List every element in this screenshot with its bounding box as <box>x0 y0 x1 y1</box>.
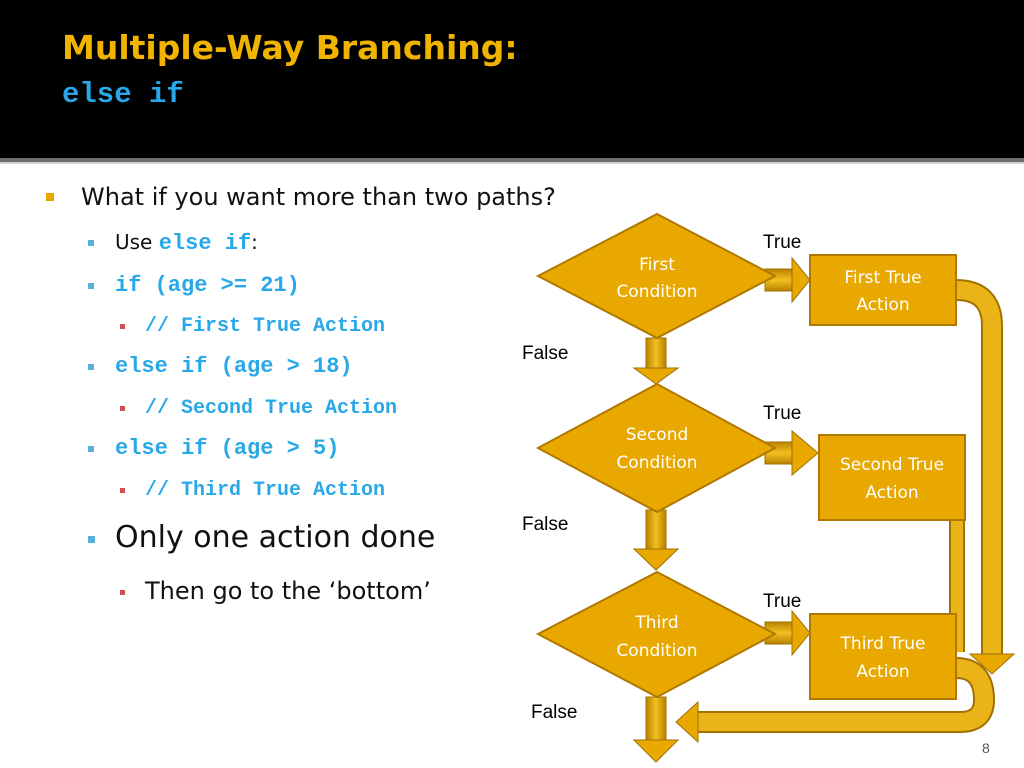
bullet-marker-blue <box>88 240 94 246</box>
code-first-action: // First True Action <box>145 315 386 338</box>
slide-subtitle: else if <box>62 78 184 111</box>
use-suffix: : <box>251 230 258 254</box>
right-arrow <box>764 609 811 657</box>
bullet-marker-red <box>120 488 125 493</box>
condition-second-line2: Condition <box>616 453 697 473</box>
action-first-line1: First True <box>844 268 921 288</box>
right-arrow <box>764 429 819 477</box>
condition-diamond-third <box>535 570 778 699</box>
bullet-marker-blue <box>88 283 94 289</box>
bullet-go-bottom: Then go to the ‘bottom’ <box>145 577 431 605</box>
condition-first-line1: First <box>639 255 675 275</box>
action-box-second <box>818 434 966 521</box>
code-if: if (age >= 21) <box>115 273 300 298</box>
bullet-only-one: Only one action done <box>115 520 436 555</box>
header-divider-light <box>0 162 1024 164</box>
action-first-line2: Action <box>856 295 909 315</box>
code-else-if-5: else if (age > 5) <box>115 436 340 461</box>
return-pipe-first <box>955 279 1016 675</box>
use-code: else if <box>158 231 252 256</box>
code-second-action: // Second True Action <box>145 397 398 420</box>
down-arrow <box>632 337 680 385</box>
header-divider <box>0 158 1024 162</box>
condition-diamond-first <box>535 212 778 340</box>
code-third-action: // Third True Action <box>145 479 386 502</box>
bullet-marker-blue <box>88 536 95 543</box>
bullet-marker-blue <box>88 364 94 370</box>
slide-title: Multiple-Way Branching: <box>62 28 518 67</box>
action-second-line2: Action <box>865 483 918 503</box>
bullet-marker-red <box>120 324 125 329</box>
code-else-if-18: else if (age > 18) <box>115 354 353 379</box>
true-label: True <box>763 403 801 424</box>
slide-header <box>0 0 1024 158</box>
action-third-line1: Third True <box>840 634 926 654</box>
bullet-marker-blue <box>88 446 94 452</box>
use-prefix: Use <box>115 230 159 254</box>
right-arrow <box>764 256 811 304</box>
bullet-use-else-if: Use else if: <box>115 230 258 256</box>
page-number: 8 <box>982 740 990 756</box>
condition-second-line1: Second <box>626 425 689 445</box>
bullet-marker-gold <box>46 193 54 201</box>
false-label: False <box>531 702 577 723</box>
condition-first-line2: Condition <box>616 282 697 302</box>
false-label: False <box>522 514 568 535</box>
condition-diamond-second <box>535 382 778 514</box>
bullet-marker-red <box>120 590 125 595</box>
action-box-first <box>809 254 957 326</box>
false-label: False <box>522 343 568 364</box>
down-arrow <box>632 509 680 571</box>
bullet-question: What if you want more than two paths? <box>81 183 556 211</box>
condition-third-line2: Condition <box>616 641 697 661</box>
true-label: True <box>763 232 801 253</box>
action-box-third <box>809 613 957 700</box>
bullet-marker-red <box>120 406 125 411</box>
return-pipe-third <box>675 657 996 744</box>
true-label: True <box>763 591 801 612</box>
action-third-line2: Action <box>856 662 909 682</box>
down-arrow <box>632 696 680 763</box>
condition-third-line1: Third <box>634 613 678 633</box>
action-second-line1: Second True <box>840 455 944 475</box>
